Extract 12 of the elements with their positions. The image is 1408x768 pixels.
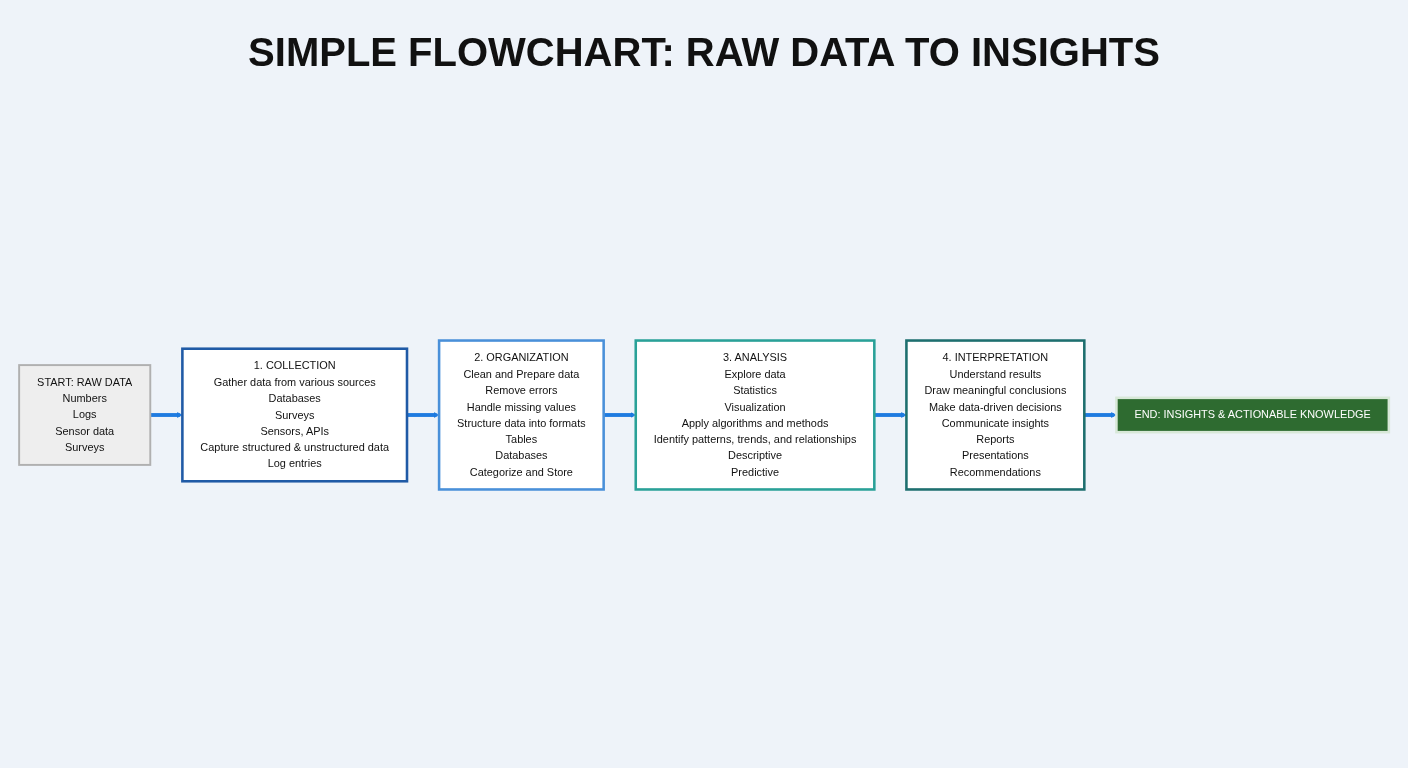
title: SIMPLE FLOWCHART: RAW DATA TO INSIGHTS	[247, 30, 1161, 75]
arrow	[407, 412, 440, 418]
arrow	[603, 412, 636, 418]
arrow	[1084, 412, 1117, 418]
node-box: START: RAW DATA Numbers Logs Sensor data Surveys	[18, 364, 152, 466]
node-box: 2. ORGANIZATION Clean and Prepare data Remove errors Handle missing values Structure data into formats Tables Databases Categorize and Store	[437, 339, 605, 491]
node-box: 4. INTERPRETATION Understand results Draw meaningful conclusions Make data-driven decisions Communicate insights Reports Presentations Recommendations	[905, 339, 1086, 491]
arrow	[874, 412, 907, 418]
node-box: 1. COLLECTION Gather data from various sources Databases Surveys Sensors, APIs Capture structured & unstructured data Log entries	[181, 347, 409, 483]
node-box: END: INSIGHTS & ACTIONABLE KNOWLEDGE	[1115, 396, 1391, 434]
arrow	[150, 412, 183, 418]
node-box: 3. ANALYSIS Explore data Statistics Visualization Apply algorithms and methods Identify patterns, trends, and relationships Descriptive Predictive	[634, 339, 876, 491]
